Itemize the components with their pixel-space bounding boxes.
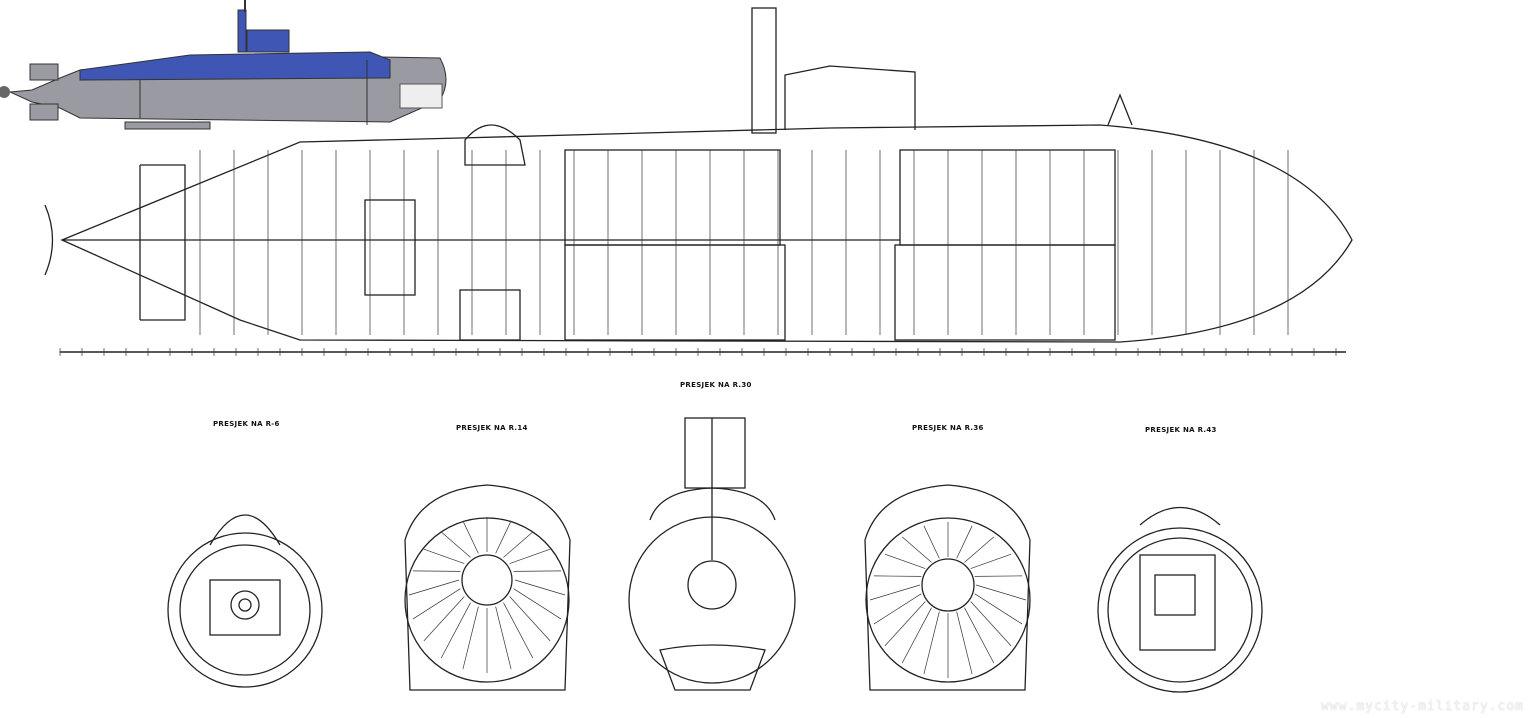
cross-section-r30 xyxy=(628,417,796,691)
cross-section-r43 xyxy=(1097,506,1263,693)
frame-spoke xyxy=(923,525,940,559)
frame-spoke xyxy=(970,553,1012,569)
colored-profile-silhouette xyxy=(0,0,447,130)
frame-spoke xyxy=(503,531,534,558)
frame-spoke xyxy=(901,536,932,563)
frame-spoke xyxy=(423,548,465,564)
frame-spoke xyxy=(975,584,1027,601)
frame-spoke xyxy=(509,596,551,642)
frame-spoke xyxy=(964,607,995,664)
frame-spoke xyxy=(873,593,922,625)
cross-section-r36 xyxy=(864,484,1031,691)
frame-spoke xyxy=(408,579,460,596)
longitudinal-section xyxy=(44,7,1353,356)
frame-spoke xyxy=(869,584,921,601)
frame-spoke xyxy=(923,611,940,675)
frame-spoke xyxy=(495,520,512,554)
frame-spoke xyxy=(412,588,461,620)
frame-spoke xyxy=(513,588,562,620)
frame-spoke xyxy=(956,611,973,675)
section-label-r36: PRESJEK NA R.36 xyxy=(912,424,984,432)
cross-section-r14 xyxy=(404,484,571,691)
frame-spoke xyxy=(884,601,926,647)
frame-spoke xyxy=(514,579,566,596)
watermark: www.mycity-military.com xyxy=(1320,699,1524,714)
cross-section-r6 xyxy=(167,514,323,688)
frame-spoke xyxy=(956,525,973,559)
frame-spoke xyxy=(509,548,551,564)
frame-spoke xyxy=(974,593,1023,625)
frame-spoke xyxy=(495,606,512,670)
section-label-r43: PRESJEK NA R.43 xyxy=(1145,426,1217,434)
frame-spoke xyxy=(423,596,465,642)
frame-spoke xyxy=(462,520,479,554)
section-label-r6: PRESJEK NA R-6 xyxy=(213,420,280,428)
section-label-r30: PRESJEK NA R.30 xyxy=(680,381,752,389)
frame-spoke xyxy=(462,606,479,670)
frame-spoke xyxy=(901,607,932,664)
frame-spoke xyxy=(440,531,471,558)
frame-spoke xyxy=(440,602,471,659)
frame-spoke xyxy=(970,601,1012,647)
frame-spoke xyxy=(503,602,534,659)
section-label-r14: PRESJEK NA R.14 xyxy=(456,424,528,432)
frame-spoke xyxy=(964,536,995,563)
frame-spoke xyxy=(884,553,926,569)
